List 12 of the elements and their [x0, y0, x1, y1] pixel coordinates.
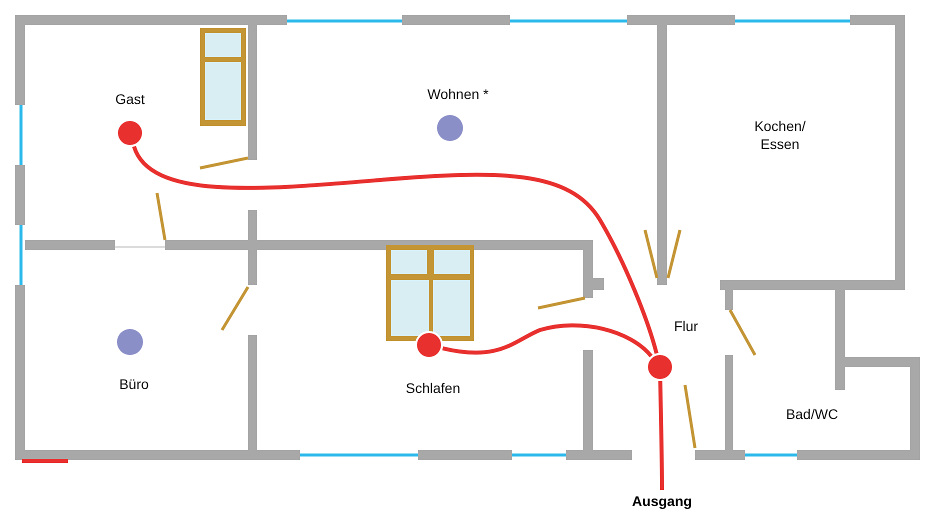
escape-route: [442, 323, 653, 358]
exit-label: Ausgang: [632, 493, 692, 509]
room-label: Büro: [119, 375, 149, 393]
room-label: Schlafen: [406, 379, 460, 397]
room-label: Bad/WC: [786, 405, 838, 423]
escape-route: [132, 146, 658, 354]
room-label: Gast: [115, 90, 145, 108]
route-point: [415, 331, 443, 359]
room-label: Flur: [674, 317, 698, 335]
escape-route: [658, 380, 664, 490]
room-label: Wohnen *: [427, 85, 489, 103]
room-label: Kochen/ Essen: [753, 117, 807, 153]
